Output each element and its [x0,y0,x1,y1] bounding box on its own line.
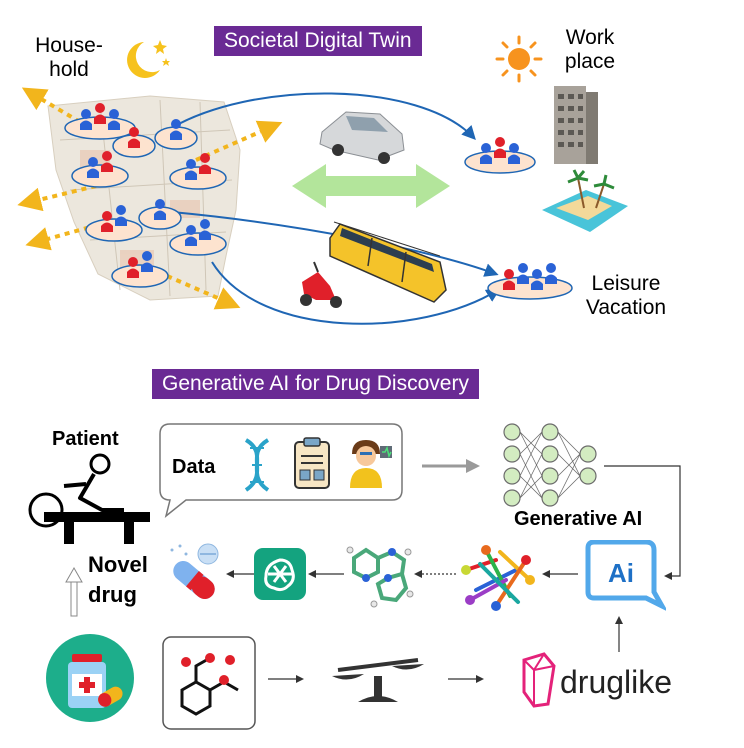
clipboard-icon [294,437,330,489]
societal-digital-twin-banner: Societal Digital Twin [214,26,422,56]
ai-badge-icon: Ai [585,540,666,611]
gray-arrow-icon [422,459,480,473]
tram-icon [329,221,447,303]
patient-label: Patient [52,428,119,450]
neural-network-icon [503,423,597,507]
cluster-to-molecule-arrow [414,570,456,578]
household-label: House- hold [35,34,103,81]
svg-text:Ai: Ai [608,558,634,588]
pill-icon [170,543,219,599]
patient-bed-icon [28,453,150,544]
scale-icon [332,658,424,702]
druglike-logo-icon [522,652,556,708]
yellow-arrow [157,270,241,310]
molecule-icon [346,546,414,608]
dna-icon [244,438,270,492]
doctor-icon [350,440,392,488]
city-map-icon [47,95,241,301]
ai-to-cluster-arrow [542,570,578,578]
sun-icon [495,35,543,83]
digital-twin-map-scene [17,86,628,325]
generative-ai-drug-discovery-banner: Generative AI for Drug Discovery [152,369,479,399]
flow-arrow-workplace [167,92,476,141]
aspirin-molecule-card [162,636,256,730]
data-label: Data [172,456,216,478]
car-icon [319,111,405,164]
scale-to-druglike-arrow [448,675,484,683]
yellow-arrow [17,184,97,212]
generative-ai-label: Generative AI [514,508,643,530]
nn-to-ai-connector [604,465,681,580]
leisure-vacation-label: Leisure Vacation [585,272,667,319]
moon-icon [127,40,170,78]
workplace-label: Work place [564,26,616,73]
flow-arrow-leisure-lower [211,261,501,325]
bidirectional-arrow [292,164,450,208]
scooter-icon [300,261,342,308]
openai-to-pill-arrow [226,570,254,578]
druglike-label: druglike [560,664,673,700]
druglike-to-ai-arrow [615,616,623,652]
openai-icon [254,548,306,600]
molecule-to-openai-arrow [308,570,344,578]
card-to-scale-arrow [268,675,304,683]
data-speech-bubble [159,423,403,518]
novel-drug-label: Novel drug [88,552,148,607]
beach-island-icon [542,169,628,232]
molecule-cluster-icon [461,545,535,611]
building-icon [554,86,598,164]
medicine-to-novel-drug-arrow [65,566,83,617]
medicine-icon [46,634,134,722]
